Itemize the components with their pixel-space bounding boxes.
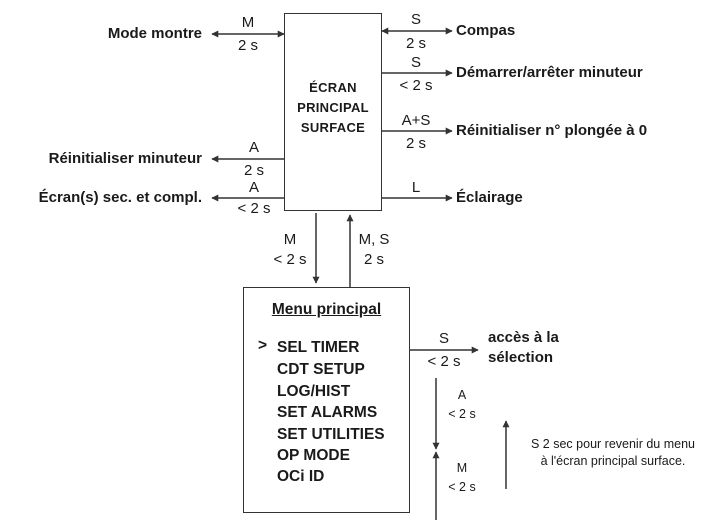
time-menu-select: < 2 s [427,353,461,370]
time-start-stop: < 2 s [399,77,433,94]
time-scroll-up: < 2 s [448,480,476,494]
key-reinit-plongee: A+S [401,112,431,129]
menu-cursor: > [258,337,268,354]
key-ecrans-sec: A [248,179,259,196]
return-note-line2: à l'écran principal surface. [540,453,686,468]
time-compas: 2 s [405,35,426,52]
menu-item-oci-id: OCi ID [277,468,325,485]
menu-item-set-utilities: SET UTILITIES [277,426,385,443]
main-screen-title: ÉCRAN PRINCIPAL SURFACE [285,78,381,138]
key-scroll-up: M [456,461,468,475]
label-menu-select-line2: sélection [488,349,554,366]
time-ecrans-sec: < 2 s [237,200,271,217]
main-menu-box: Menu principal > SEL TIMER CDT SETUP LOG… [243,287,410,513]
label-reinit-plongee: Réinitialiser n° plongée à 0 [456,122,648,139]
key-start-stop: S [410,54,421,71]
key-menu-select: S [438,330,449,347]
time-scroll-down: < 2 s [448,407,476,421]
label-eclairage: Éclairage [456,189,523,206]
key-eclairage: L [411,179,421,196]
main-menu-title: Menu principal [271,301,382,318]
main-screen-title-line2: PRINCIPAL [297,100,369,116]
menu-item-log-hist: LOG/HIST [277,383,351,400]
time-mode-montre: 2 s [237,37,258,54]
label-mode-montre: Mode montre [107,25,202,42]
time-reinit-minuteur: 2 s [243,162,264,179]
menu-item-cdt-setup: CDT SETUP [277,361,365,378]
label-compas: Compas [456,22,516,39]
return-note: S 2 sec pour revenir du menu à l'écran p… [508,436,718,470]
key-to-main: M, S [358,231,390,248]
time-to-menu: < 2 s [273,251,307,268]
key-to-menu: M [283,231,297,248]
menu-item-set-alarms: SET ALARMS [277,404,378,421]
key-compas: S [410,11,421,28]
key-mode-montre: M [241,14,255,31]
label-start-stop: Démarrer/arrêter minuteur [456,64,643,81]
main-surface-screen: ÉCRAN PRINCIPAL SURFACE [284,13,382,211]
menu-item-op-mode: OP MODE [277,447,350,464]
return-note-line1: S 2 sec pour revenir du menu [531,437,695,451]
time-reinit-plongee: 2 s [405,135,426,152]
label-menu-select-line1: accès à la [488,329,559,346]
main-screen-title-line3: SURFACE [300,120,366,136]
key-reinit-minuteur: A [248,139,259,156]
time-to-main: 2 s [363,251,384,268]
main-screen-title-line1: ÉCRAN [309,80,357,95]
label-ecrans-sec: Écran(s) sec. et compl. [38,189,202,206]
menu-item-sel-timer: SEL TIMER [277,339,360,356]
key-scroll-down: A [457,388,467,402]
label-reinit-minuteur: Réinitialiser minuteur [48,150,202,167]
